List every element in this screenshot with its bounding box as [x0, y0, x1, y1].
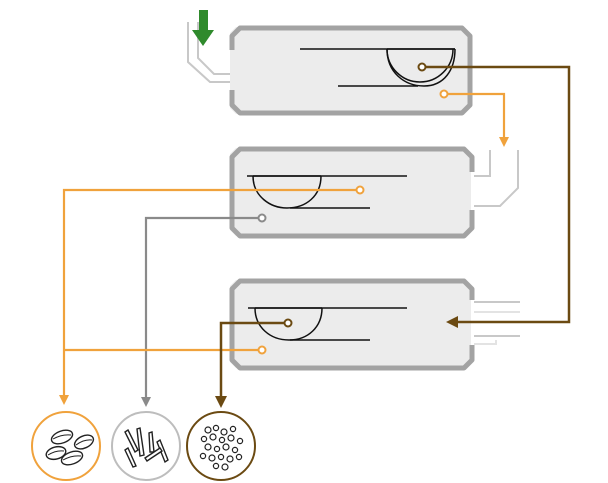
top-to-bottom-flow: [417, 62, 571, 328]
bottom-brown-output: [215, 318, 293, 408]
elongated-grains-output: [111, 411, 181, 481]
bottom-separator: [229, 278, 520, 371]
oval-grains-icon: [45, 429, 95, 466]
fine-particles-icon: [199, 424, 244, 471]
inlet-arrow-icon: [192, 10, 214, 46]
elongated-grains-icon: [124, 427, 169, 468]
middle-orange-output: [59, 185, 365, 405]
middle-scoop: [252, 175, 322, 209]
middle-gray-output: [141, 213, 267, 407]
fine-particles-output: [186, 411, 256, 481]
oval-grains-output: [31, 411, 101, 481]
middle-separator: [229, 146, 519, 239]
top-to-middle-flow: [439, 89, 509, 147]
bottom-orange-output: [64, 345, 267, 355]
